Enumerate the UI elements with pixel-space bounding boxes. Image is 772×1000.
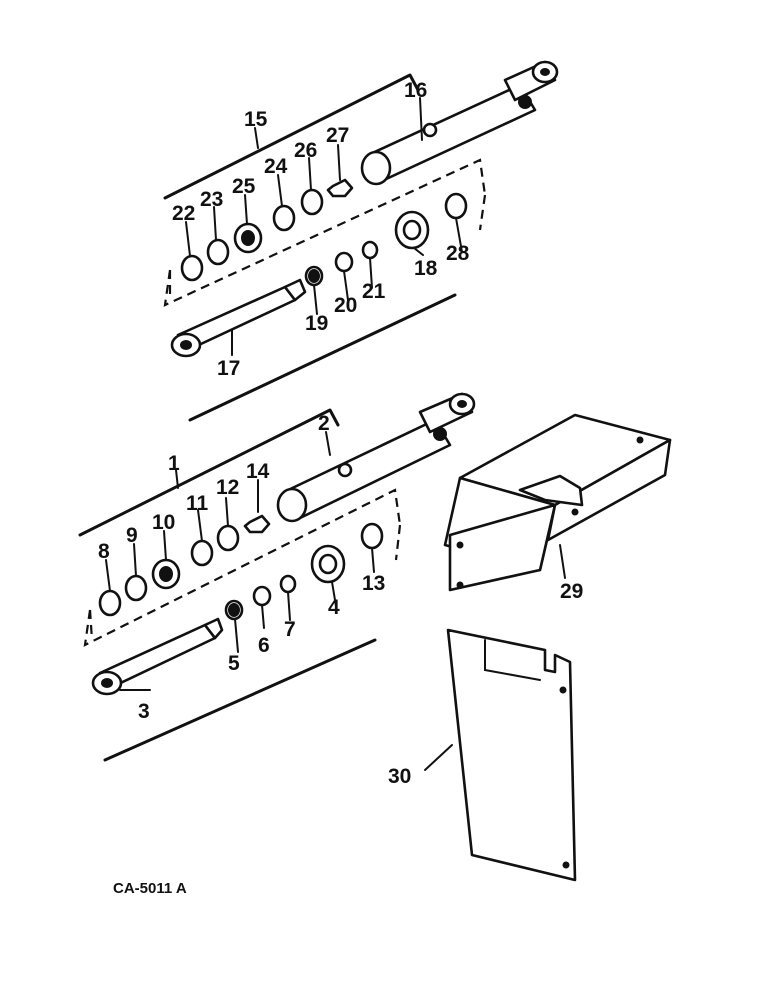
assembly-bracket-top xyxy=(78,408,340,537)
callout-12: 12 xyxy=(216,476,239,499)
callout-5: 5 xyxy=(228,652,240,675)
callout-20: 20 xyxy=(334,294,357,317)
callout-4: 4 xyxy=(328,596,340,619)
piston-rod-upper xyxy=(170,278,307,358)
callout-8: 8 xyxy=(98,540,110,563)
callout-25: 25 xyxy=(232,175,256,198)
cylinder-assembly-upper xyxy=(163,60,559,422)
callout-22: 22 xyxy=(172,202,195,225)
seal-rings-lower xyxy=(98,514,384,621)
cover-panel xyxy=(446,628,577,882)
callout-29: 29 xyxy=(560,580,583,603)
callout-10: 10 xyxy=(152,511,175,534)
callout-23: 23 xyxy=(200,188,223,211)
piston-rod-lower xyxy=(91,617,224,696)
figure-code: CA-5011 A xyxy=(113,880,187,897)
callout-9: 9 xyxy=(126,524,138,547)
callout-26: 26 xyxy=(294,139,317,162)
seal-kit-box xyxy=(163,158,487,307)
seal-kit-box xyxy=(83,488,402,647)
callout-28: 28 xyxy=(446,242,470,265)
callout-21: 21 xyxy=(362,280,386,303)
shield-bracket xyxy=(443,413,672,592)
callout-11: 11 xyxy=(186,492,209,515)
callout-7: 7 xyxy=(284,618,296,641)
callout-3: 3 xyxy=(138,700,150,723)
callout-27: 27 xyxy=(326,124,349,147)
assembly-bracket-bottom xyxy=(103,638,377,762)
callout-30: 30 xyxy=(388,765,411,788)
callout-6: 6 xyxy=(258,634,270,657)
leader-lines xyxy=(105,97,566,771)
callout-18: 18 xyxy=(414,257,438,280)
callout-17: 17 xyxy=(217,357,240,380)
callout-19: 19 xyxy=(305,312,328,335)
callouts: 15 16 22 23 25 24 26 27 18 28 21 20 19 1… xyxy=(98,79,583,788)
callout-13: 13 xyxy=(362,572,385,595)
assembly-bracket-top xyxy=(163,73,420,200)
cylinder-barrel-upper xyxy=(360,60,559,186)
callout-14: 14 xyxy=(246,460,270,483)
callout-24: 24 xyxy=(264,155,288,178)
assembly-bracket-bottom xyxy=(188,293,457,422)
callout-1: 1 xyxy=(168,452,180,475)
callout-15: 15 xyxy=(244,108,268,131)
cylinder-barrel-lower xyxy=(276,392,476,523)
callout-16: 16 xyxy=(404,79,427,102)
callout-2: 2 xyxy=(318,412,330,435)
